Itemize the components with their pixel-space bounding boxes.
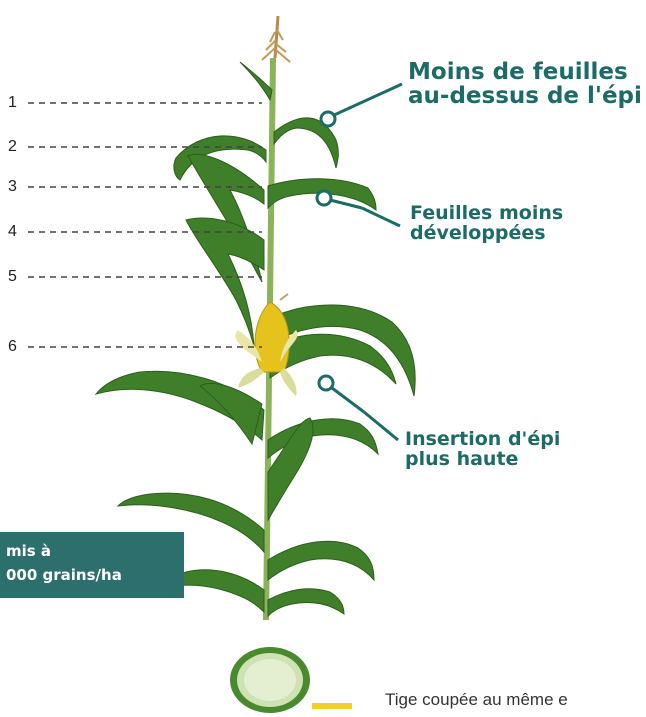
callout-line: Feuilles moins xyxy=(410,204,563,224)
callout-line: au-dessus de l'épi xyxy=(408,84,642,108)
callout-higher-ear-insertion: Insertion d'épi plus haute xyxy=(405,430,560,470)
leaf-number: 3 xyxy=(8,178,17,196)
leaf-number: 5 xyxy=(8,268,17,286)
callout-fewer-leaves: Moins de feuilles au-dessus de l'épi xyxy=(408,60,642,108)
callout-less-developed-leaves: Feuilles moins développées xyxy=(410,204,563,244)
callout-line: développées xyxy=(410,224,563,244)
callout-line: plus haute xyxy=(405,450,560,470)
stem-cross-section xyxy=(230,647,310,713)
leaf-number: 6 xyxy=(8,338,17,356)
info-box-line: 000 grains/ha xyxy=(6,566,122,584)
info-box-line: mis à xyxy=(6,542,51,560)
stem-caption: Tige coupée au même e xyxy=(385,690,568,710)
caption-bar xyxy=(312,703,352,709)
leaf-number: 1 xyxy=(8,94,17,112)
leaf-number: 2 xyxy=(8,138,17,156)
tassel xyxy=(262,16,290,62)
callout-line: Moins de feuilles xyxy=(408,60,642,84)
info-box: mis à 000 grains/ha xyxy=(0,532,184,598)
callout-line: Insertion d'épi xyxy=(405,430,560,450)
leaf-number: 4 xyxy=(8,223,17,241)
